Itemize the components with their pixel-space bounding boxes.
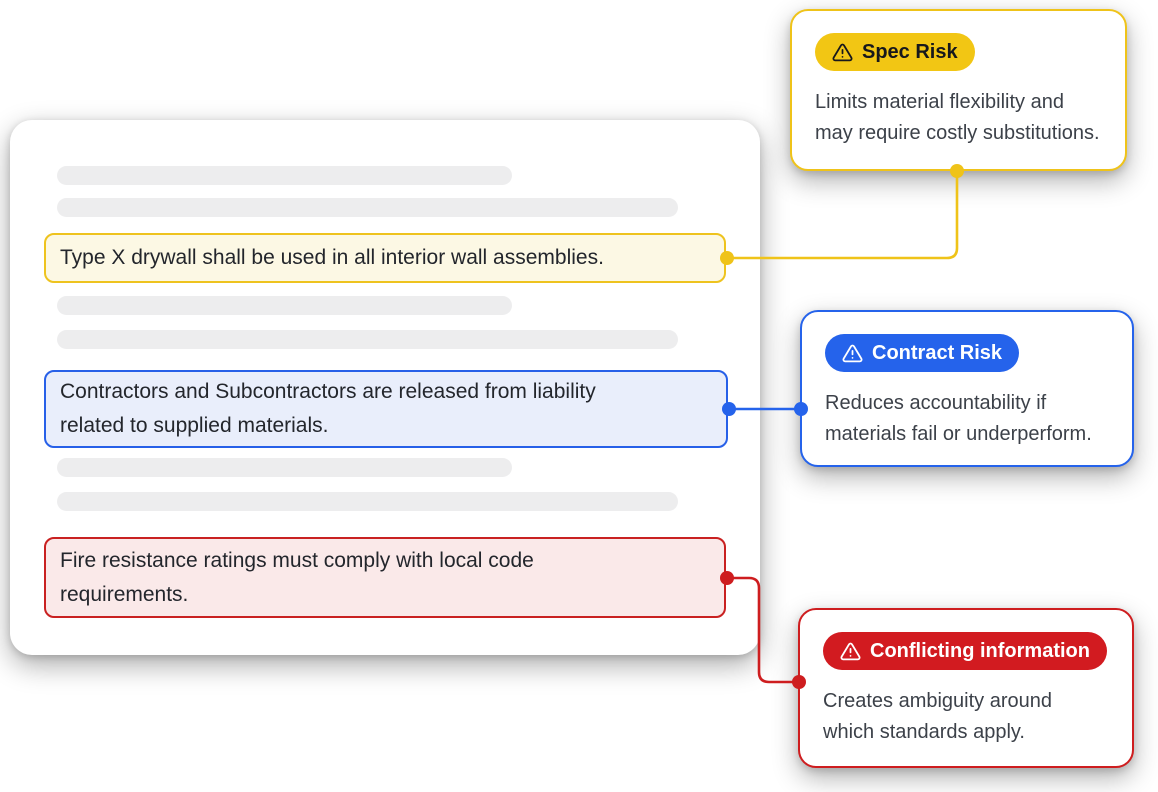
risk-description: Reduces accountability if materials fail… xyxy=(825,392,1092,445)
text-placeholder-bar xyxy=(57,492,678,511)
text-placeholder-bar xyxy=(57,458,512,477)
risk-card-contract[interactable]: Contract Risk Reduces accountability if … xyxy=(800,310,1134,467)
highlight-contract-clause[interactable]: Contractors and Subcontractors are relea… xyxy=(44,370,728,448)
risk-description: Creates ambiguity around which standards… xyxy=(823,690,1053,743)
highlight-clause-text: Fire resistance ratings must comply with… xyxy=(60,548,534,606)
risk-card-conflict[interactable]: Conflicting information Creates ambiguit… xyxy=(798,608,1134,768)
highlight-conflict-clause[interactable]: Fire resistance ratings must comply with… xyxy=(44,537,726,618)
text-placeholder-bar xyxy=(57,198,678,217)
risk-description: Limits material flexibility and may requ… xyxy=(815,91,1100,144)
text-placeholder-bar xyxy=(57,296,512,315)
text-placeholder-bar xyxy=(57,330,678,349)
document-page: Type X drywall shall be used in all inte… xyxy=(10,120,760,655)
text-placeholder-bar xyxy=(57,166,512,185)
highlight-spec-clause[interactable]: Type X drywall shall be used in all inte… xyxy=(44,233,726,283)
connector-line-spec xyxy=(727,171,959,260)
highlight-clause-text: Contractors and Subcontractors are relea… xyxy=(60,380,596,437)
risk-badge-label: Conflicting information xyxy=(870,639,1090,662)
risk-badge-conflict: Conflicting information xyxy=(823,632,1107,670)
risk-badge-label: Spec Risk xyxy=(862,40,958,63)
warning-triangle-icon xyxy=(842,344,863,362)
risk-card-spec[interactable]: Spec Risk Limits material flexibility an… xyxy=(790,9,1127,171)
highlight-clause-text: Type X drywall shall be used in all inte… xyxy=(60,246,604,269)
warning-triangle-icon xyxy=(832,43,853,61)
risk-badge-contract: Contract Risk xyxy=(825,334,1020,372)
risk-badge-spec: Spec Risk xyxy=(815,33,975,71)
risk-badge-label: Contract Risk xyxy=(872,341,1003,364)
warning-triangle-icon xyxy=(840,642,861,660)
